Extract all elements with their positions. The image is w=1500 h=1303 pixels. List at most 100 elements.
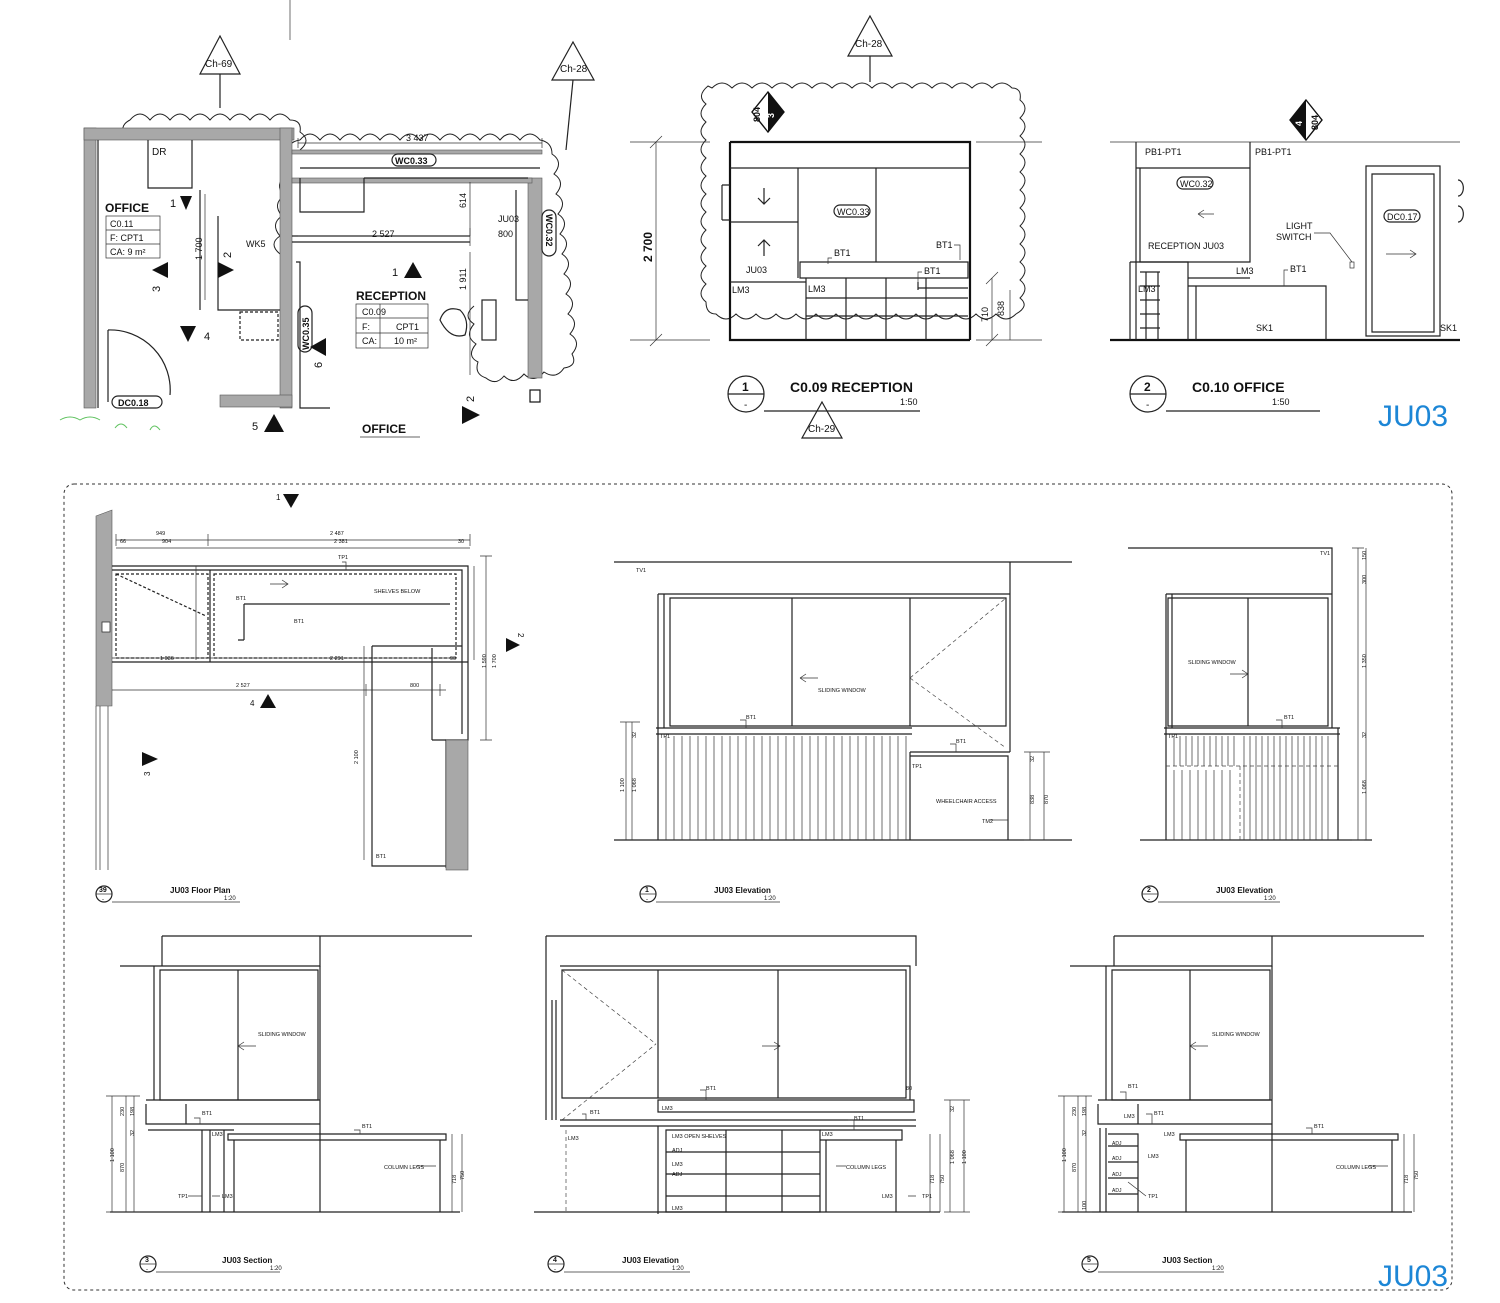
e4-shelves: LM3 OPEN SHELVES [672,1134,727,1140]
s3-d1100: 1 100 [110,1148,116,1162]
elev1-bt1c: BT1 [924,266,941,276]
dp-bt1a: BT1 [236,596,246,602]
e4-lm3a: LM3 [662,1106,673,1112]
marker-5: 5 [252,421,258,433]
e4-tp1: TP1 [922,1194,932,1200]
de1-window: SLIDING WINDOW [818,688,866,694]
s5-d230: 230 [1072,1107,1078,1116]
dp-dim-1700: 1 700 [492,654,498,668]
reception-area-key: CA: [362,336,377,346]
elev1-ju03: JU03 [746,265,767,275]
dim-614: 614 [458,193,468,208]
label-ju03-plan: JU03 [498,214,519,224]
de2-tp1: TP1 [1168,734,1178,740]
dim-3437: 3 437 [406,133,429,143]
e4-d1100: 1 100 [962,1150,968,1164]
s3-d230: 230 [120,1107,126,1116]
s3-legs: COLUMN LEGS [384,1165,424,1171]
de2-d1350: 1 350 [1362,654,1368,668]
s3-d718: 718 [452,1175,458,1184]
marker-6: 6 [313,362,325,368]
de2-title: JU03 Elevation [1216,886,1273,895]
elev1-lm3a: LM3 [732,285,750,295]
floor-plan-key: DR OFFICE C0.11 F: CPT1 CA: 9 m² WK5 JU0… [59,0,596,438]
s5-title: JU03 Section [1162,1256,1212,1265]
e4-bt1c: BT1 [854,1116,864,1122]
de2-d1068: 1 068 [1362,780,1368,794]
e4-title: JU03 Elevation [622,1256,679,1265]
s3-lm3a: LM3 [212,1132,223,1138]
de1-title-dash: - [646,897,648,903]
dp-dim-949: 949 [156,531,165,537]
s5-title-dash: - [1088,1267,1090,1273]
elev1-tag-wc033: WC0.33 [837,207,870,217]
de1-scale: 1:20 [764,896,776,902]
detail-elevation-1: TV1 SLIDING WINDOW BT1 BT1 TP1 TP1 WHEEL… [614,561,1072,903]
elev2-tag-dc017: DC0.17 [1387,212,1418,222]
de2-title-num: 2 [1147,887,1151,894]
de1-bt1a: BT1 [746,715,756,721]
detail-elevation-2: TV1 SLIDING WINDOW BT1 TP1 150 300 1 350… [1128,547,1372,903]
de1-title-num: 1 [645,887,649,894]
dim-1700: 1 700 [194,237,204,260]
de1-d1068: 1 068 [632,778,638,792]
e4-legs: COLUMN LEGS [846,1165,886,1171]
tag-wc035-plan: WC0.35 [301,317,311,350]
dp-dim-2381: 2 381 [334,539,348,545]
dp-dim-2291: 2 291 [330,656,344,662]
s3-title-num: 3 [145,1257,149,1264]
detail-floor-plan: 1 949 2 487 904 2 381 66 30 1 03 [95,493,525,903]
dp-tp1: TP1 [338,555,348,561]
s3-d198: 198 [130,1107,136,1116]
e4-d32: 32 [950,1106,956,1112]
dp-dim-90: 90 [450,656,456,662]
s5-d738: 718 [1404,1175,1410,1184]
dp-title-num: 39 [99,887,107,894]
de1-tv1: TV1 [636,568,646,574]
dp-dim-2100: 2 100 [354,750,360,764]
de1-tm2: TM2 [982,819,993,825]
dp-dim-2527: 2 527 [236,683,250,689]
dp-scale: 1:20 [224,896,236,902]
e4-scale: 1:20 [672,1266,684,1272]
marker-1a: 1 [170,198,176,210]
s3-d750: 750 [460,1171,466,1180]
s5-lm3a: LM3 [1124,1114,1135,1120]
e4-d750: 750 [940,1175,946,1184]
dp-dim-66: 66 [120,539,126,545]
elev2-light1: LIGHT [1286,221,1313,231]
marker-4: 4 [204,331,210,343]
dim-800: 800 [498,229,513,239]
elev1-dim-710: 710 [980,307,990,322]
de2-scale: 1:20 [1264,896,1276,902]
de1-title: JU03 Elevation [714,886,771,895]
marker-1b: 1 [392,267,398,279]
dp-title-dash: - [102,897,104,903]
elev2-pb1b: PB1-PT1 [1255,147,1292,157]
e4-d1068: 1 068 [950,1150,956,1164]
dp-dim-2487: 2 487 [330,531,344,537]
de1-bt1b: BT1 [956,739,966,745]
de1-d1100: 1 100 [620,778,626,792]
s3-d32: 32 [130,1130,136,1136]
e4-d718: 718 [930,1175,936,1184]
elev2-sk1a: SK1 [1256,323,1273,333]
elev1-marker-top: 804 [752,107,762,122]
elev2-title-num: 2 [1144,380,1151,394]
marker-2b: 2 [465,396,477,402]
label-office-bottom: OFFICE [362,422,406,436]
reception-area-val: 10 m² [394,336,417,346]
elev2-title: C0.10 OFFICE [1192,379,1285,395]
reception-finish-val: CPT1 [396,322,419,332]
s3-window: SLIDING WINDOW [258,1032,306,1038]
s5-d32: 32 [1082,1130,1088,1136]
s3-d870: 870 [120,1163,126,1172]
elev1-lm3b: LM3 [808,284,826,294]
s5-window: SLIDING WINDOW [1212,1032,1260,1038]
s3-bt1b: BT1 [362,1124,372,1130]
elev1-dim-838: 838 [996,301,1006,316]
de2-tv1: TV1 [1320,551,1330,557]
tag-wc033-plan: WC0.33 [395,156,428,166]
dim-1911: 1 911 [458,268,468,290]
